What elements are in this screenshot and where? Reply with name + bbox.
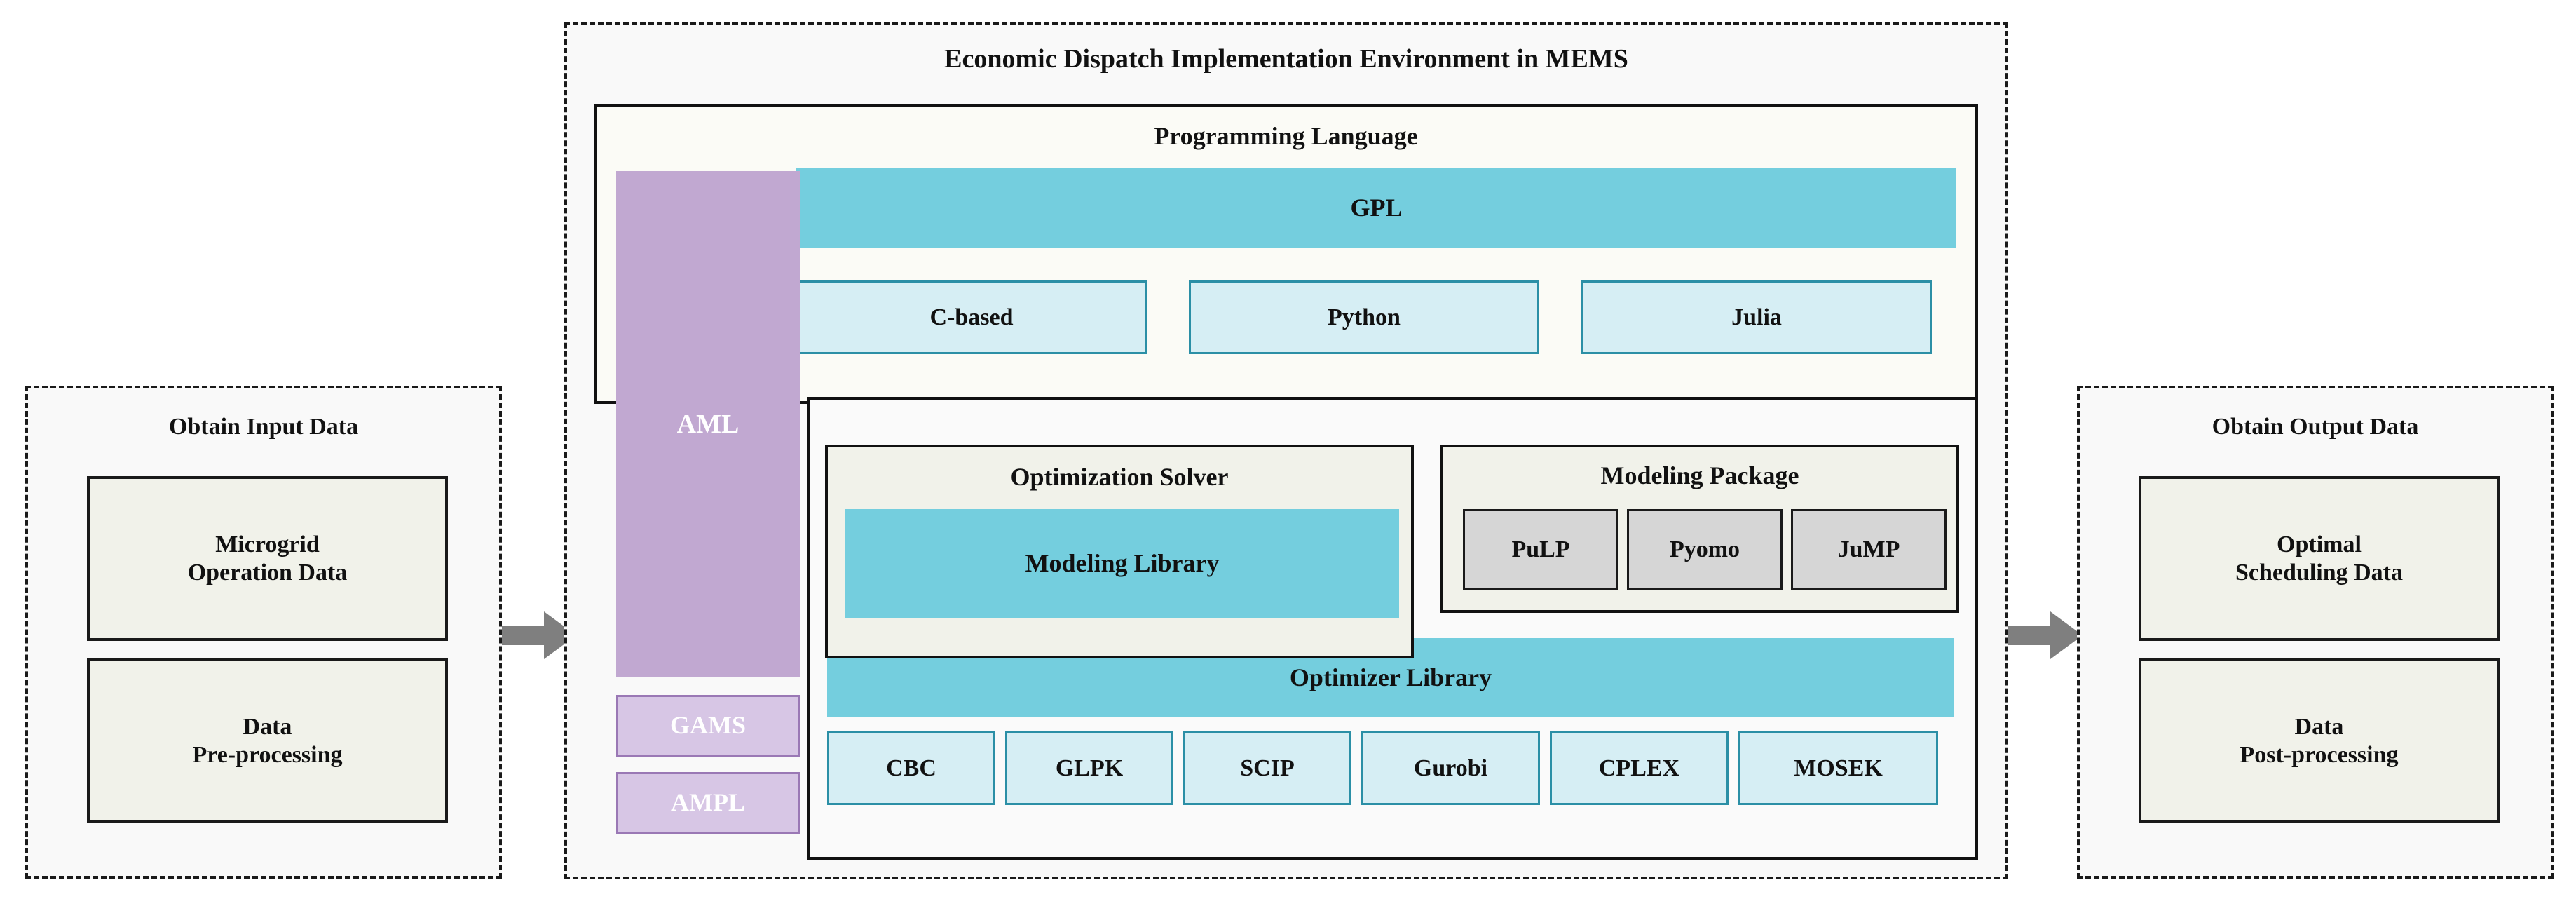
aml-chip-gams: GAMS <box>616 695 800 757</box>
optimizer-chip-mosek: MOSEK <box>1738 731 1938 805</box>
modeling-package-chip-pulp: PuLP <box>1463 509 1618 590</box>
programming-language-heading: Programming Language <box>1154 122 1418 151</box>
python-chip: Python <box>1189 280 1539 354</box>
modeling-package-chip-pyomo: Pyomo <box>1627 509 1783 590</box>
optimizer-chip-glpk: GLPK <box>1005 731 1173 805</box>
optimal-scheduling-data-box: Optimal Scheduling Data <box>2139 476 2500 641</box>
optimization-solver-heading: Optimization Solver <box>1010 463 1229 492</box>
economic-dispatch-environment-panel: Economic Dispatch Implementation Environ… <box>564 22 2008 879</box>
optimization-solver-box: Optimization Solver Modeling Library <box>825 445 1414 658</box>
output-panel-heading: Obtain Output Data <box>2212 414 2419 440</box>
optimizer-chip-scip: SCIP <box>1183 731 1351 805</box>
data-pre-processing-box: Data Pre-processing <box>87 658 448 823</box>
modeling-package-heading: Modeling Package <box>1600 461 1799 490</box>
data-post-processing-box: Data Post-processing <box>2139 658 2500 823</box>
gpl-banner: GPL <box>796 168 1956 248</box>
input-data-panel: Obtain Input Data Microgrid Operation Da… <box>25 386 502 879</box>
programming-language-box: Programming Language GPL C-based Python … <box>594 104 1978 404</box>
optimizer-chip-gurobi: Gurobi <box>1361 731 1540 805</box>
optimizer-chip-cplex: CPLEX <box>1550 731 1729 805</box>
diagram-title: Economic Dispatch Implementation Environ… <box>944 43 1628 74</box>
arrow-center-to-output <box>2008 611 2083 659</box>
microgrid-operation-data-box: Microgrid Operation Data <box>87 476 448 641</box>
optimizer-chip-cbc: CBC <box>827 731 995 805</box>
julia-chip: Julia <box>1581 280 1932 354</box>
aml-chip-ampl: AMPL <box>616 772 800 834</box>
aml-column: AML <box>616 171 800 677</box>
c-based-chip: C-based <box>796 280 1147 354</box>
modeling-package-box: Modeling Package PuLP Pyomo JuMP <box>1440 445 1959 613</box>
modeling-package-chip-jump: JuMP <box>1791 509 1947 590</box>
output-data-panel: Obtain Output Data Optimal Scheduling Da… <box>2077 386 2554 879</box>
input-panel-heading: Obtain Input Data <box>168 414 359 440</box>
modeling-library-banner: Modeling Library <box>845 509 1399 618</box>
